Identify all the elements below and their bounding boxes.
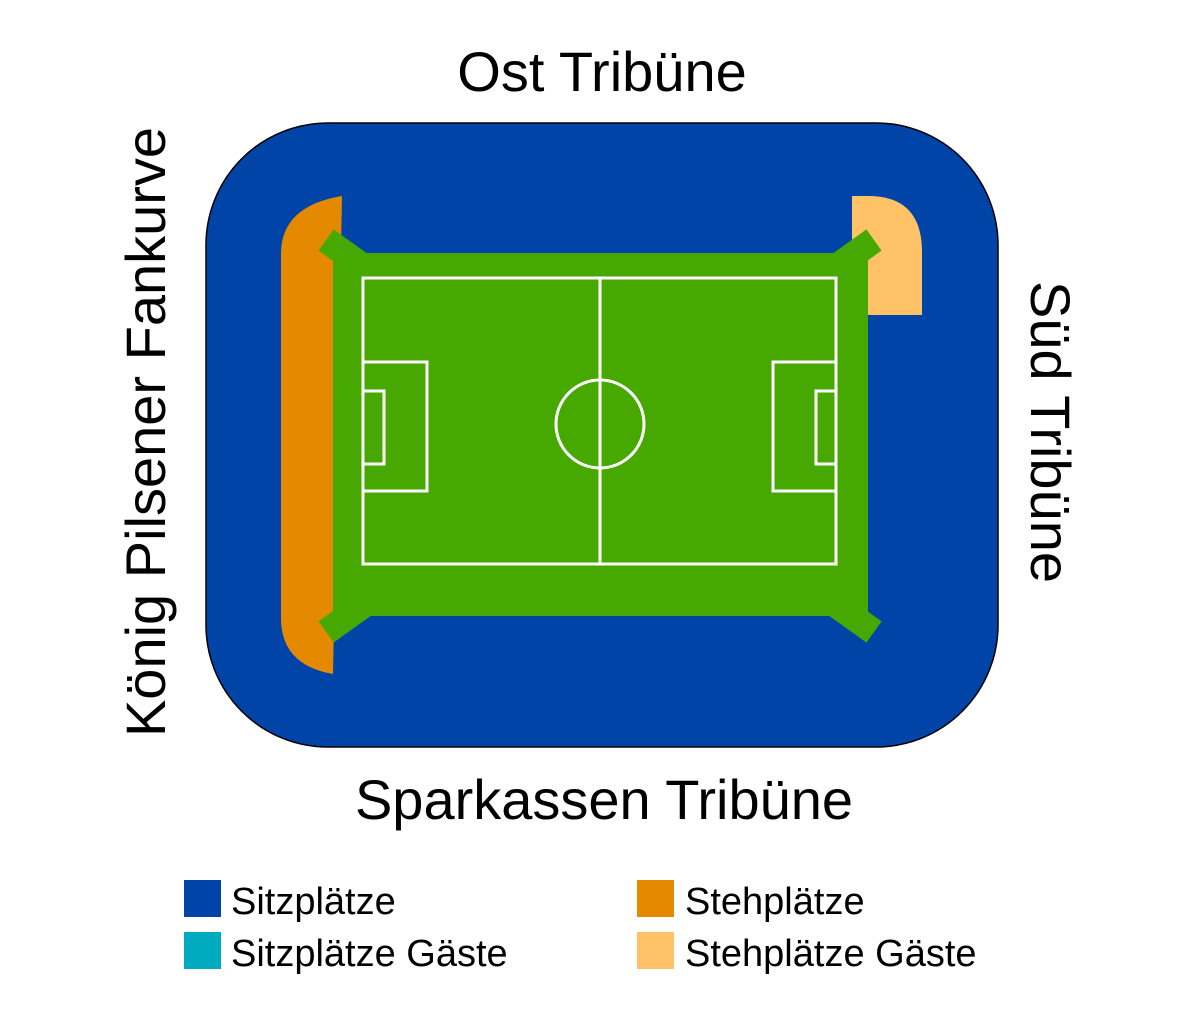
stand-label-bottom: Sparkassen Tribüne <box>355 768 853 831</box>
legend-label: Stehplätze <box>685 881 865 923</box>
legend-swatch-stehplaetze <box>637 880 674 917</box>
stand-label-left: König Pilsener Fankurve <box>114 127 177 737</box>
standing-area-away <box>852 196 922 315</box>
legend-label: Sitzplätze Gäste <box>231 933 508 975</box>
goal-area-right <box>814 389 838 466</box>
stand-label-top: Ost Tribüne <box>457 40 746 103</box>
pitch-markings <box>361 276 838 566</box>
stand-label-right: Süd Tribüne <box>1019 281 1082 583</box>
legend-label: Sitzplätze <box>231 881 396 923</box>
centre-circle <box>554 378 646 470</box>
legend-label: Stehplätze Gäste <box>685 933 977 975</box>
legend-swatch-sitzplaetze-gaeste <box>184 932 221 969</box>
legend: Sitzplätze Stehplätze Sitzplätze Gäste S… <box>184 880 977 975</box>
legend-swatch-stehplaetze-gaeste <box>637 932 674 969</box>
standing-area-home <box>281 196 342 674</box>
goal-area-left <box>361 389 386 466</box>
legend-swatch-sitzplaetze <box>184 880 221 917</box>
